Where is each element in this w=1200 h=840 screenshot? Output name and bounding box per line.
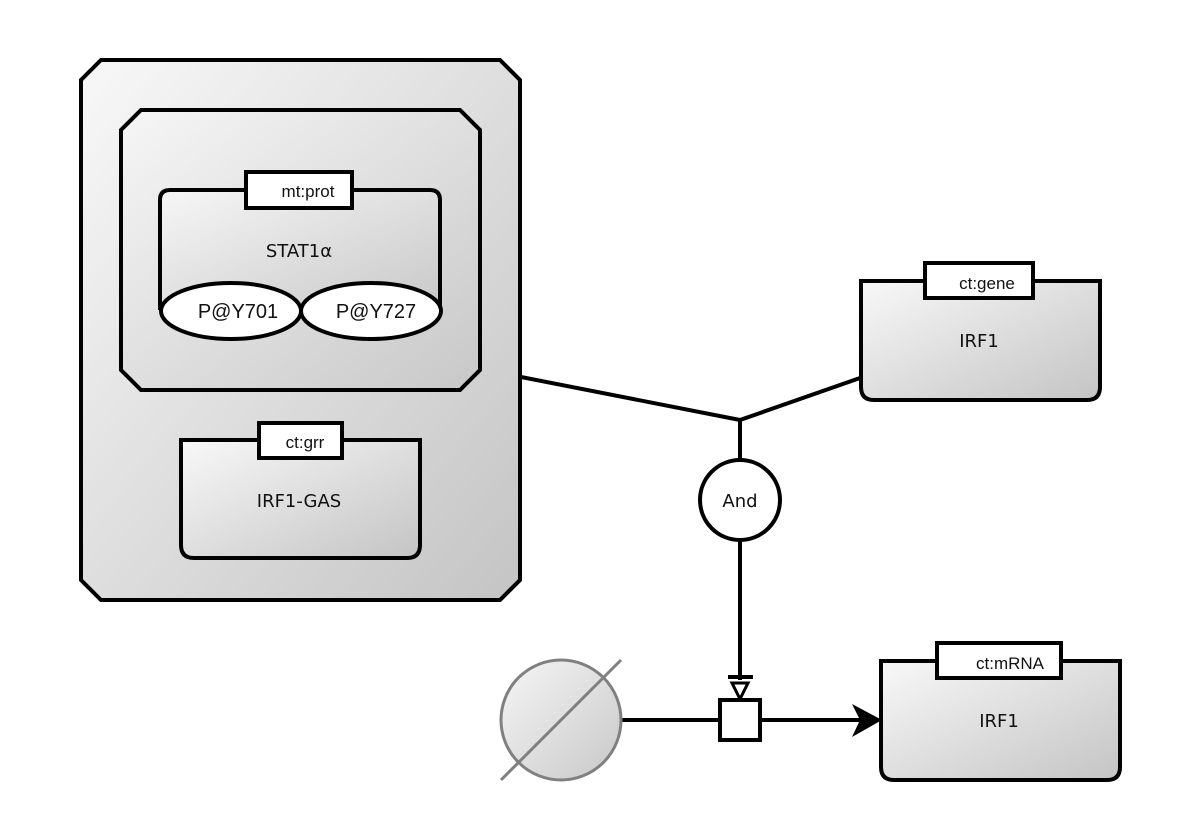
and-gate-label: And xyxy=(722,491,757,512)
production-arrowhead xyxy=(852,704,882,737)
unit-of-info-text: mt:prot xyxy=(282,182,335,201)
source-empty-set[interactable] xyxy=(499,658,623,782)
unit-of-info-irf1-mrna: ct:mRNA xyxy=(935,641,1063,680)
state-variable-p-y701: P@Y701 xyxy=(159,281,303,341)
necessary-stimulation-arrowhead xyxy=(729,681,751,703)
unit-of-info-text: ct:grr xyxy=(286,433,325,452)
logic-arc-irf1-gene[interactable] xyxy=(739,376,861,422)
irf1-gas-label: IRF1-GAS xyxy=(257,491,341,512)
state-variable-text: P@Y727 xyxy=(336,301,416,323)
irf1-mrna-label: IRF1 xyxy=(979,711,1019,732)
unit-of-info-text: ct:mRNA xyxy=(976,654,1045,673)
unit-of-info-stat1a: mt:prot xyxy=(244,170,354,210)
unit-of-info-irf1-gas: ct:grr xyxy=(257,421,344,460)
arcs xyxy=(520,375,882,737)
state-variable-text: P@Y701 xyxy=(198,301,278,323)
state-variable-p-y727: P@Y727 xyxy=(299,281,443,341)
unit-of-info-irf1-gene: ct:gene xyxy=(923,261,1035,300)
unit-of-info-text: ct:gene xyxy=(959,274,1015,293)
logic-arc-complex[interactable] xyxy=(520,375,741,422)
irf1-gene-label: IRF1 xyxy=(959,331,999,352)
and-gate[interactable]: And xyxy=(698,458,782,542)
macromolecule-stat1a[interactable]: STAT1α mt:prot P@Y701 P@Y727 xyxy=(158,170,443,341)
nucleic-acid-irf1-mrna[interactable]: IRF1 ct:mRNA xyxy=(879,641,1122,782)
nucleic-acid-irf1-gene[interactable]: IRF1 ct:gene xyxy=(859,261,1102,402)
process-node[interactable] xyxy=(718,698,762,742)
stat1a-label: STAT1α xyxy=(266,241,332,262)
nucleic-acid-irf1-gas[interactable]: IRF1-GAS ct:grr xyxy=(179,421,422,560)
empty-set-slash xyxy=(499,658,623,782)
